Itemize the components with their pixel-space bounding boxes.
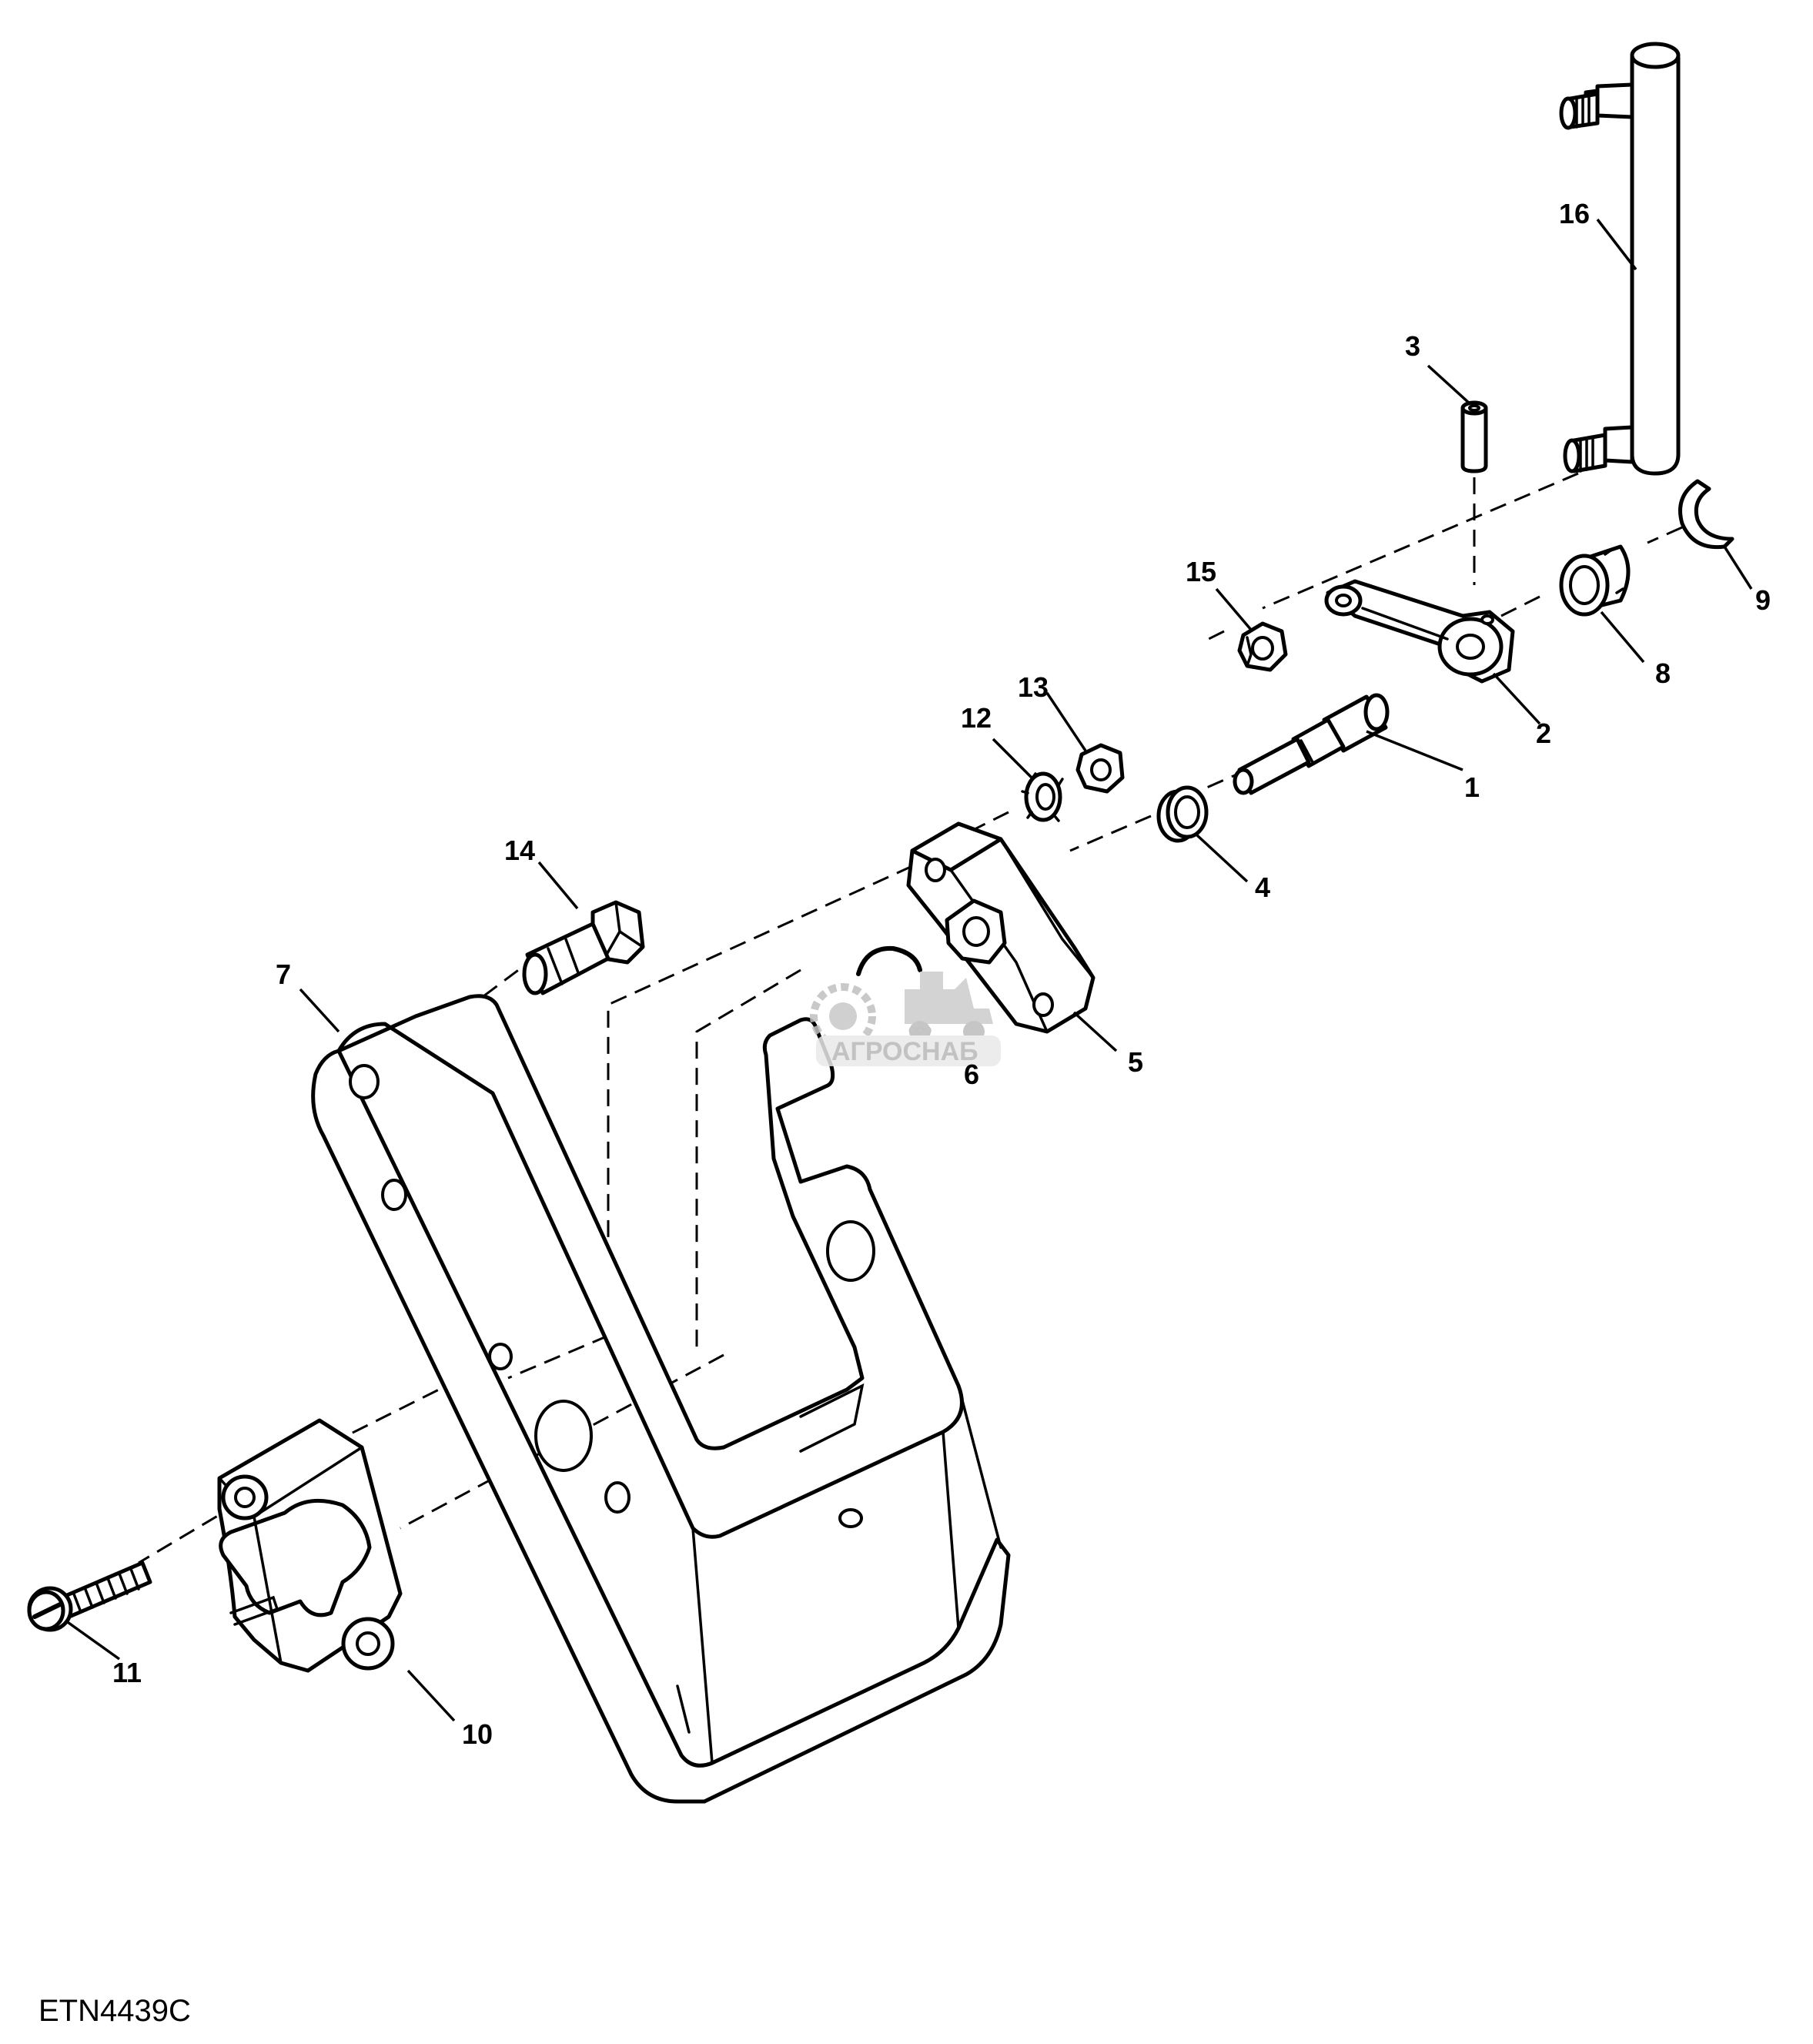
callout-4: 4 xyxy=(1255,871,1270,903)
callout-16: 16 xyxy=(1559,198,1590,229)
watermark-logo: ООО АГРОСНАБ xyxy=(810,972,1001,1066)
callout-15: 15 xyxy=(1186,556,1216,587)
callout-1: 1 xyxy=(1464,771,1480,803)
roll-pin xyxy=(1460,400,1488,473)
callout-5: 5 xyxy=(1128,1046,1143,1078)
mounting-bracket xyxy=(311,994,1011,1804)
retaining-ring xyxy=(1678,479,1734,550)
callout-2: 2 xyxy=(1536,718,1551,749)
flange-bearing xyxy=(906,821,1095,1034)
hex-bolt xyxy=(522,900,645,995)
o-ring xyxy=(856,945,922,976)
watermark-company: АГРОСНАБ xyxy=(831,1037,978,1066)
lock-washer xyxy=(1021,771,1064,822)
hex-nut-lower xyxy=(1075,743,1125,794)
clamp-block xyxy=(217,1418,403,1673)
callout-labels: 1 2 3 4 5 6 7 8 9 10 11 12 13 14 15 16 xyxy=(112,198,1771,1750)
callout-7: 7 xyxy=(276,958,291,990)
hex-nut-upper xyxy=(1237,621,1288,672)
lever-arm xyxy=(1324,579,1515,684)
figure-id: ETN4439C xyxy=(38,1994,191,2028)
callout-12: 12 xyxy=(961,702,992,734)
callout-14: 14 xyxy=(504,835,535,866)
slotted-screw xyxy=(27,1561,152,1632)
callout-10: 10 xyxy=(462,1718,493,1750)
watermark-prefix: ООО xyxy=(908,1025,932,1036)
pivot-shaft xyxy=(1233,693,1390,795)
callout-3: 3 xyxy=(1405,330,1420,362)
bushing xyxy=(1559,544,1631,617)
callout-13: 13 xyxy=(1018,671,1049,703)
callout-6: 6 xyxy=(964,1059,979,1090)
callout-8: 8 xyxy=(1655,657,1671,689)
leader-lines xyxy=(64,218,1753,1722)
callout-11: 11 xyxy=(112,1657,142,1688)
seal-ring xyxy=(1156,785,1209,843)
shaft-pin xyxy=(1559,42,1681,476)
callout-9: 9 xyxy=(1755,584,1771,616)
